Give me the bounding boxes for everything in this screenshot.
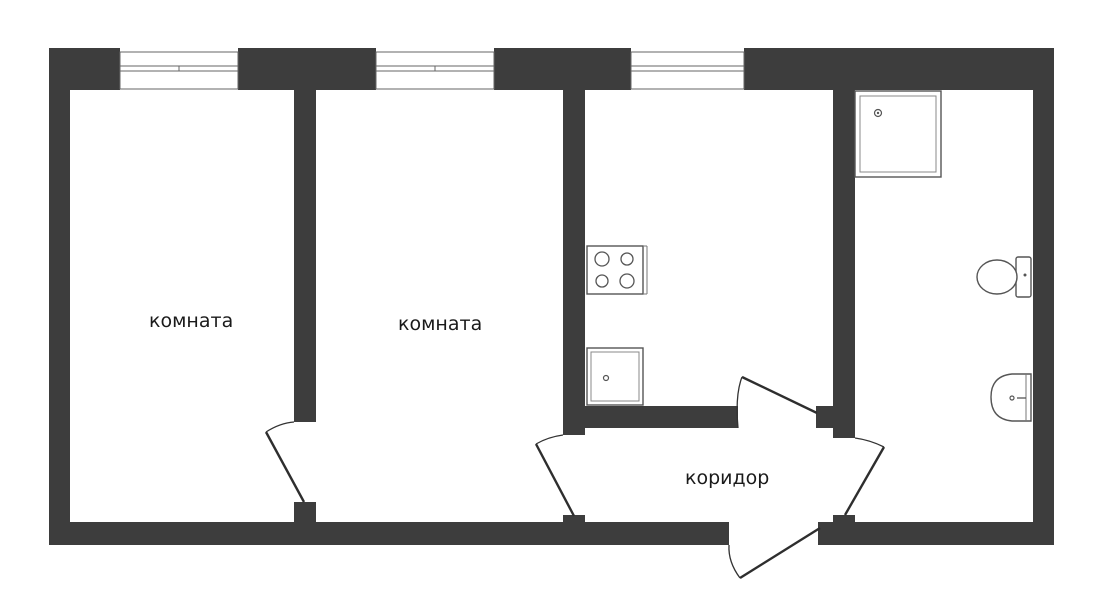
window-3 [630, 51, 745, 90]
door-kitchen [736, 375, 818, 429]
washbasin [990, 373, 1032, 422]
wall-top-2 [238, 48, 376, 90]
wall-left [49, 48, 70, 545]
room1-label: комната [149, 310, 233, 332]
wall-kitchen-bath [833, 90, 855, 438]
wall-top-4 [744, 48, 1054, 90]
wall-kitchen-bottom [563, 406, 738, 428]
wall-room2-stub [563, 515, 585, 525]
wall-top-3 [494, 48, 631, 90]
outer-walls [49, 48, 1054, 545]
window-2 [375, 51, 495, 90]
room2-label: комната [398, 313, 482, 335]
interior-walls [294, 90, 855, 525]
wall-kitchen-bottom-stub [816, 406, 836, 428]
shower-tray [854, 90, 942, 178]
wall-bath-stub [833, 515, 855, 525]
door-room2 [534, 434, 576, 517]
wall-room1-stub [294, 502, 316, 524]
kitchen-sink [586, 347, 644, 406]
toilet [976, 256, 1032, 298]
window-1 [119, 51, 239, 90]
wall-bottom-right [818, 522, 1054, 545]
wall-bottom-left [49, 522, 729, 545]
corridor-label: коридор [685, 467, 769, 489]
wall-room1-room2 [294, 90, 316, 422]
stove [586, 245, 648, 295]
wall-right [1033, 48, 1054, 545]
door-room1 [264, 421, 306, 503]
door-entrance [728, 526, 821, 580]
wall-room2-kitchen [563, 90, 585, 435]
door-bathroom [843, 437, 886, 516]
